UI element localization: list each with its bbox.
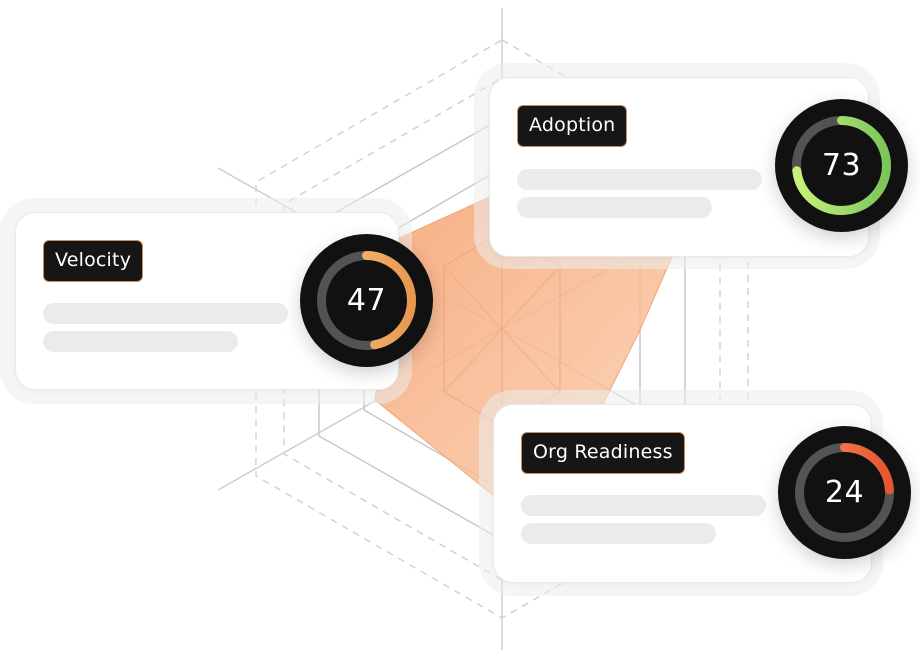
placeholder-bar [517, 197, 712, 218]
placeholder-bar [43, 303, 288, 324]
placeholder-bar [521, 495, 766, 516]
velocity-score-gauge: 47 [300, 234, 433, 367]
velocity-label: Velocity [43, 240, 144, 282]
placeholder-bar [43, 331, 238, 352]
gauge-progress-arc [795, 443, 894, 542]
org-readiness-label: Org Readiness [521, 432, 685, 474]
adoption-label: Adoption [517, 105, 628, 147]
velocity-score: 47 [346, 283, 387, 318]
placeholder-bar [521, 523, 716, 544]
adoption-card[interactable]: Adoption [489, 77, 869, 257]
placeholder-bar [517, 169, 762, 190]
adoption-score: 73 [821, 148, 862, 183]
gauge-progress-arc [792, 116, 891, 215]
org-readiness-score: 24 [824, 475, 865, 510]
adoption-score-gauge: 73 [775, 99, 908, 232]
org-readiness-score-gauge: 24 [778, 426, 911, 559]
gauge-progress-arc [317, 251, 416, 350]
